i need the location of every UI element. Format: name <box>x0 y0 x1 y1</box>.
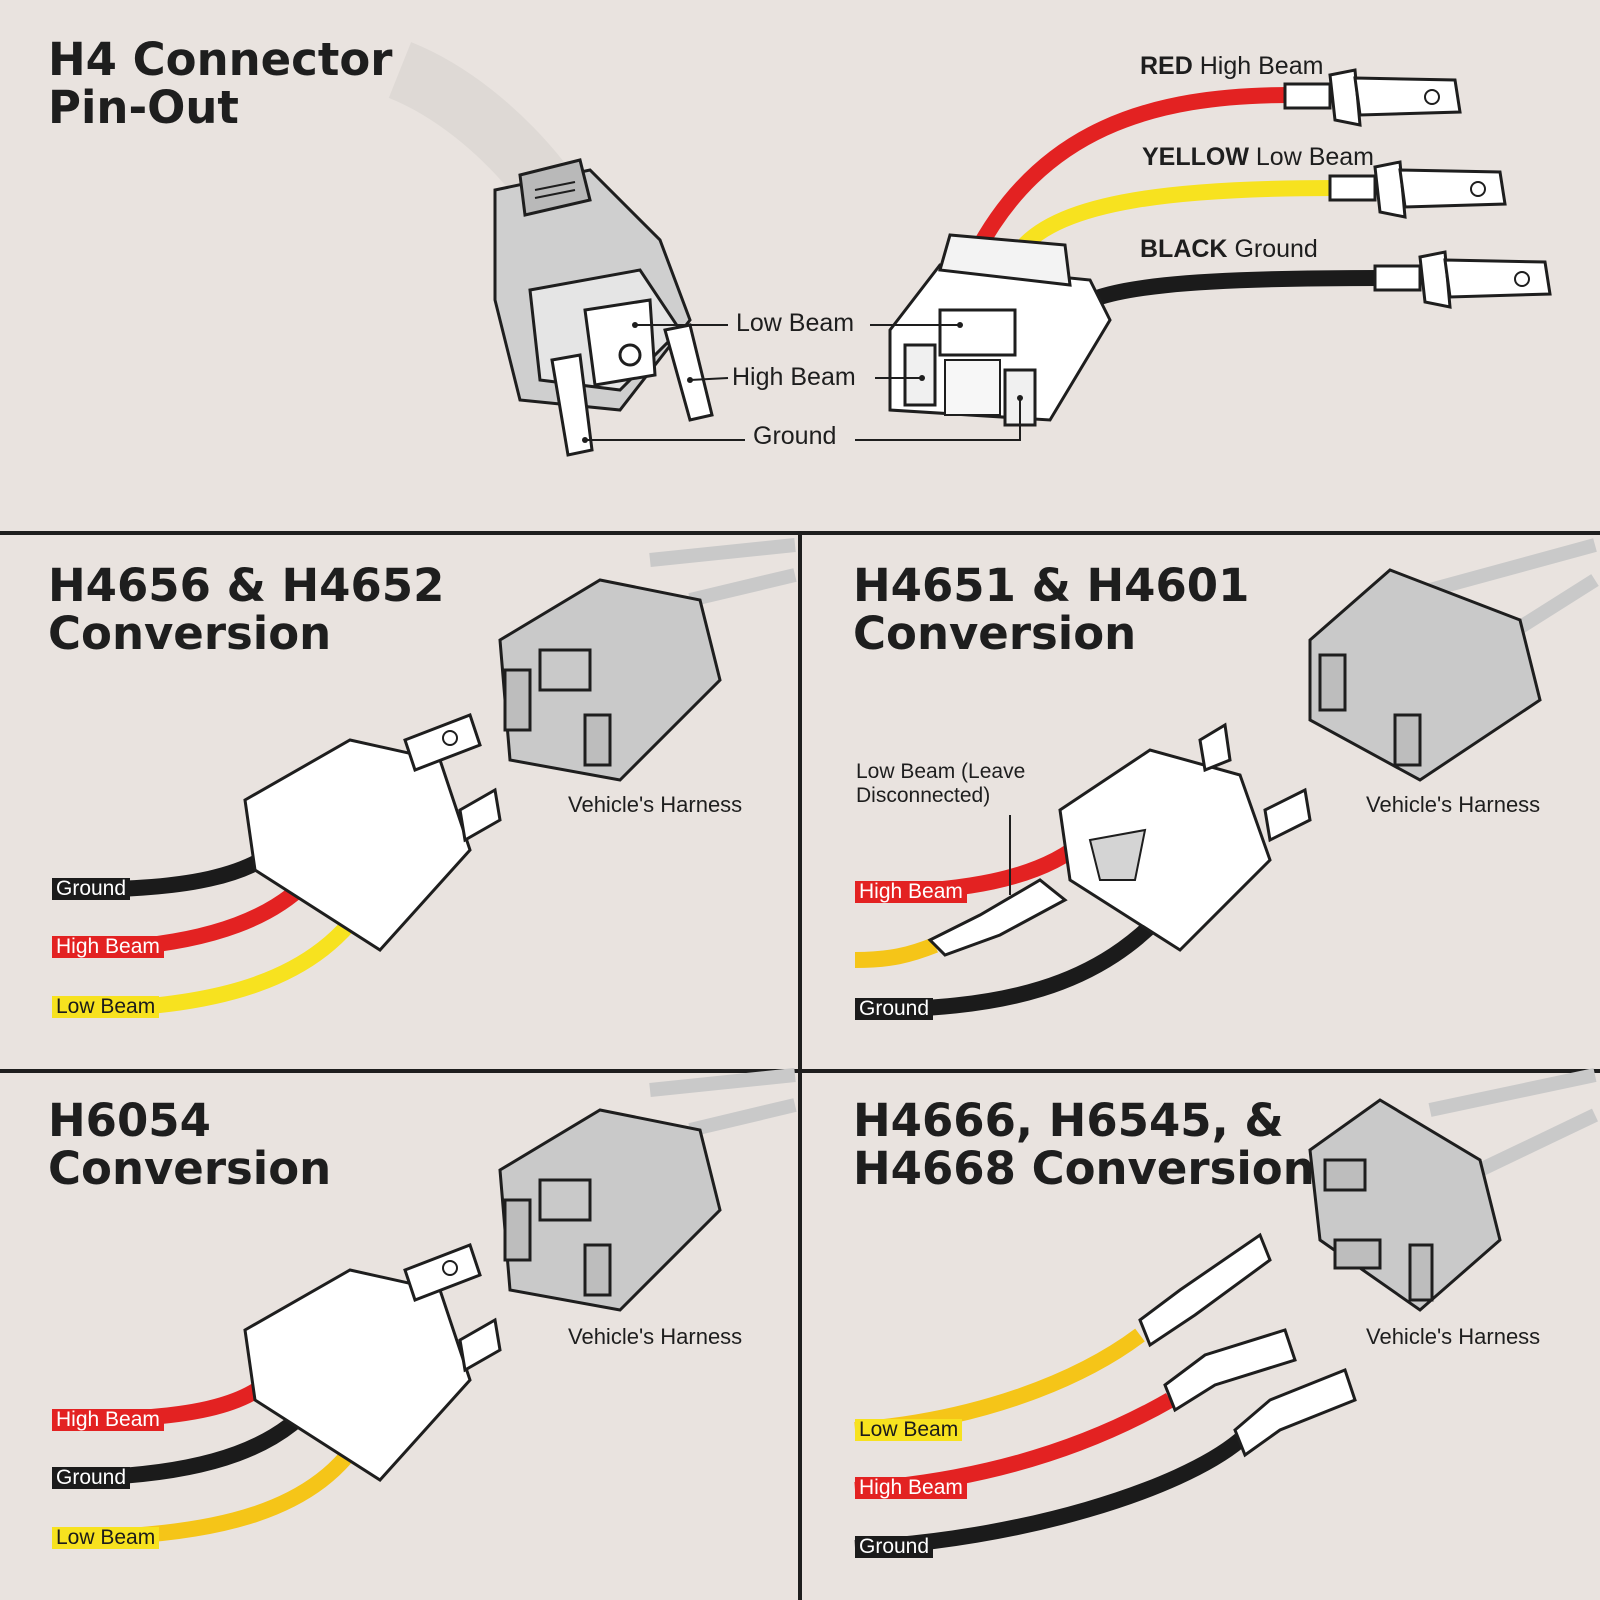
panel-4-tag-ground: Ground <box>855 1536 934 1558</box>
panel-4-harness-label: Vehicle's Harness <box>1366 1324 1541 1349</box>
red-wire-color: RED <box>1140 52 1193 80</box>
panel-3-tag-low-beam: Low Beam <box>52 1527 160 1549</box>
page-title: H4 Connector Pin-Out <box>48 33 393 134</box>
black-wire <box>1063 270 1381 321</box>
yellow-wire-color: YELLOW <box>1142 143 1249 171</box>
red-wire-function: High Beam <box>1199 52 1324 80</box>
panel-3-tag-ground: Ground <box>52 1467 131 1489</box>
black-wire-function: Ground <box>1234 235 1318 263</box>
yellow-wire-function: Low Beam <box>1255 143 1375 171</box>
black-wire-color: BLACK <box>1140 235 1228 263</box>
panel-4-harness <box>1308 1068 1599 1312</box>
panel-3-plug <box>59 1243 502 1546</box>
panel-4-tag-high-beam: High Beam <box>855 1477 967 1499</box>
h4-socket <box>855 87 1381 441</box>
spade-terminal-red <box>1283 68 1462 127</box>
callout-low-beam: Low Beam <box>736 309 855 337</box>
panel-4-terminals <box>854 1232 1357 1556</box>
panel-3-harness <box>498 1068 797 1312</box>
panel-1-plug <box>59 713 502 1018</box>
panel-3-harness-label: Vehicle's Harness <box>568 1324 743 1349</box>
red-wire <box>967 87 1291 259</box>
panel-1-title: H4656 & H4652 Conversion <box>48 559 445 660</box>
panel-1-harness-label: Vehicle's Harness <box>568 792 743 817</box>
panel-1-tag-ground: Ground <box>52 878 131 900</box>
panel-2-title: H4651 & H4601 Conversion <box>853 559 1250 660</box>
panel-2-note: Low Beam (Leave Disconnected) <box>856 760 1026 807</box>
panel-4-title: H4666, H6545, & H4668 Conversion <box>853 1094 1315 1195</box>
panel-1-harness <box>498 538 797 782</box>
panel-4-tag-low-beam: Low Beam <box>855 1419 963 1441</box>
panel-2-tag-high-beam: High Beam <box>855 881 967 903</box>
spade-terminal-yellow <box>1328 160 1507 219</box>
panel-2-harness-label: Vehicle's Harness <box>1366 792 1541 817</box>
panel-2-tag-ground: Ground <box>855 998 934 1020</box>
panel-2-harness <box>1308 538 1599 782</box>
callout-ground: Ground <box>753 422 837 450</box>
spade-terminal-black <box>1373 250 1552 309</box>
yellow-wire-label: YELLOW Low Beam <box>1142 143 1374 172</box>
panel-3-title: H6054 Conversion <box>48 1094 332 1195</box>
yellow-wire <box>1013 180 1336 256</box>
black-wire-label: BLACK Ground <box>1140 235 1318 264</box>
panel-3-tag-high-beam: High Beam <box>52 1409 164 1431</box>
callout-high-beam: High Beam <box>732 363 856 391</box>
panel-1-tag-low-beam: Low Beam <box>52 996 160 1018</box>
red-wire-label: RED High Beam <box>1140 52 1323 81</box>
h4-bulb-plug <box>388 42 745 457</box>
panel-1-tag-high-beam: High Beam <box>52 936 164 958</box>
